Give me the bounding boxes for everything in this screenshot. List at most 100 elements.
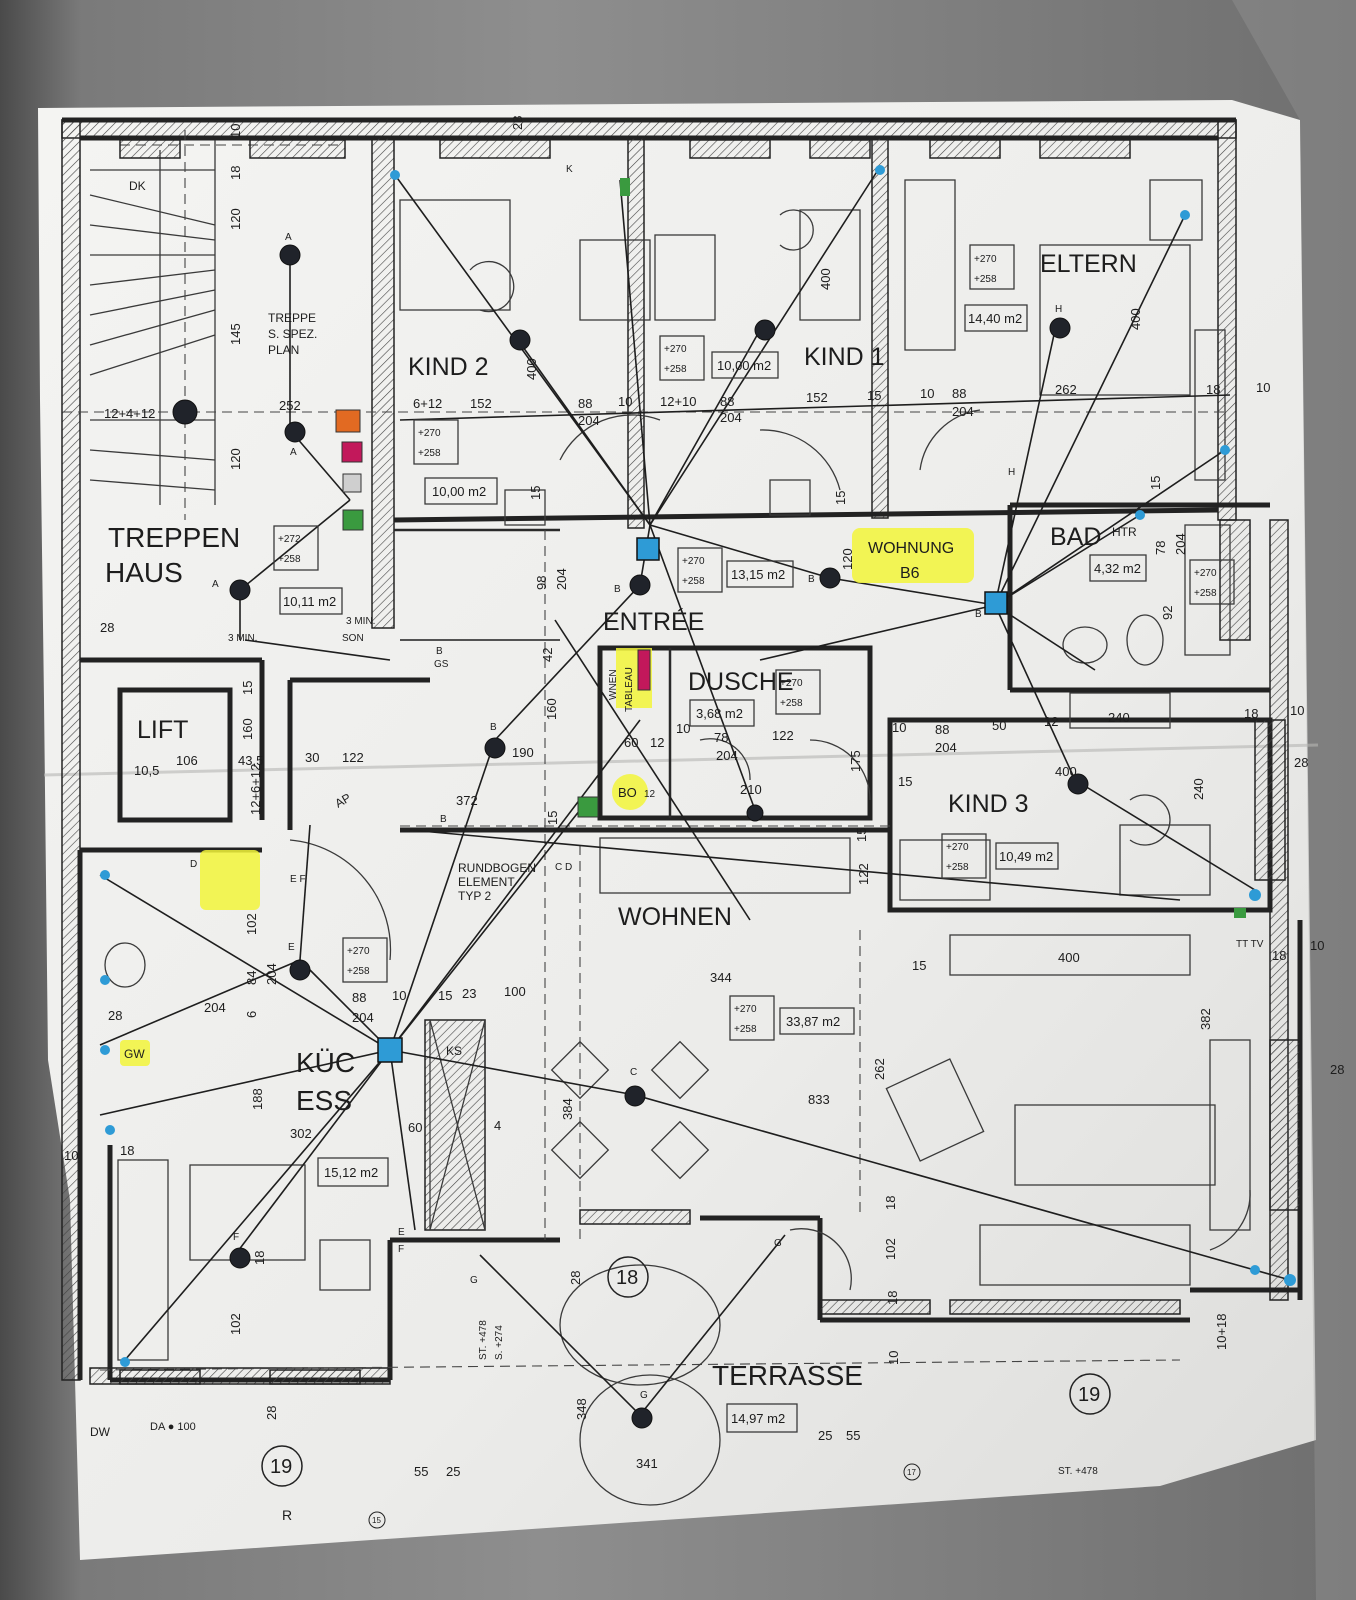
dim-18-kind3: 18: [1272, 948, 1286, 963]
lamp-letter-a-top: A: [285, 232, 292, 243]
label-dusche: DUSCHE: [688, 668, 794, 696]
dim-252: 252: [279, 398, 301, 413]
lamp-letter-c: C: [630, 1067, 637, 1078]
height-kueche-top: +270: [347, 946, 370, 957]
circle-15: 15: [372, 1516, 381, 1525]
dim-15h: 15: [912, 958, 926, 973]
label-gs: GS: [434, 659, 449, 670]
dim-88d: 88: [935, 722, 949, 737]
dim-204a: 204: [578, 413, 600, 428]
dim-10h: 10: [392, 988, 406, 1003]
label-bad: BAD: [1050, 523, 1101, 551]
dim-25a: 25: [446, 1464, 460, 1479]
dim-6-12: 6+12: [413, 396, 442, 411]
dim-15e: 15: [898, 774, 912, 789]
lamp-letter-g2: G: [470, 1275, 478, 1286]
dim-30: 30: [305, 750, 319, 765]
dim-10f: 10: [892, 720, 906, 735]
label-kind1: KIND 1: [804, 343, 885, 371]
dim-204e: 204: [554, 568, 569, 590]
dim-10-terr: 10: [886, 1351, 901, 1365]
height-kind2-bot: +258: [418, 448, 441, 459]
label-entree: ENTRÉE: [603, 607, 704, 636]
lamp-letter-a-low: A: [212, 579, 219, 590]
dim-15c: 15: [833, 491, 848, 505]
circle-17: 17: [907, 1468, 916, 1477]
distribution-symbols: [335, 178, 1246, 1063]
height-wohnen-bot: +258: [734, 1024, 757, 1035]
label-treppenhaus-1: TREPPEN: [108, 522, 240, 553]
label-kind2: KIND 2: [408, 353, 489, 381]
height-kind1-top: +270: [664, 344, 687, 355]
label-tableau-2: TABLEAU: [624, 667, 635, 712]
dim-262: 262: [1055, 382, 1077, 397]
dim-23: 23: [462, 986, 476, 1001]
dim-240b: 240: [1191, 778, 1206, 800]
dim-1018: 10+18: [1214, 1313, 1229, 1350]
dim-15f: 15: [854, 828, 869, 842]
label-treppenhaus-2: HAUS: [105, 557, 183, 588]
dim-204b: 204: [720, 410, 742, 425]
label-wohnung-2: B6: [900, 565, 920, 582]
lamp-letter-h2: H: [1008, 467, 1015, 478]
dim-204g: 204: [935, 740, 957, 755]
label-wohnen: WOHNEN: [618, 903, 732, 931]
lamp-letter-ef: E F: [290, 874, 306, 885]
circle-19-right: 19: [1078, 1384, 1100, 1406]
lamp-letter-d: D: [190, 859, 197, 870]
dim-120b: 120: [228, 448, 243, 470]
dim-344: 344: [710, 970, 732, 985]
dim-10g: 10: [1290, 703, 1304, 718]
label-rundbogen-3: TYP 2: [458, 889, 491, 903]
dim-55a: 55: [414, 1464, 428, 1479]
door-marks: DK K DW DA ● 100 R ST. +478 S. +274 ST. …: [90, 164, 1098, 1523]
height-entree-bot: +258: [682, 576, 705, 587]
door-mark-da: DA ● 100: [150, 1421, 196, 1433]
lamp-letter-b1: B: [614, 584, 621, 595]
axis-circles: 18 19 19 15 17: [261, 1256, 1111, 1529]
door-mark-st478b: ST. +478: [1058, 1466, 1098, 1477]
dim-55b: 55: [846, 1428, 860, 1443]
label-rundbogen-1: RUNDBOGEN: [458, 861, 536, 875]
dim-10c: 10: [920, 386, 934, 401]
ceiling-lamps: [100, 165, 1296, 1429]
dim-382: 382: [1198, 1008, 1213, 1030]
room-labels: TREPPE S. SPEZ. PLAN TREPPEN HAUS KIND 2…: [105, 250, 1264, 1391]
dim-18h: 18: [885, 1291, 900, 1305]
height-bad-bot: +258: [1194, 588, 1217, 599]
area-entree: 13,15 m2: [731, 567, 785, 582]
highlights: [120, 528, 974, 1066]
lamp-letter-cd: C D: [555, 862, 572, 873]
label-terrasse: TERRASSE: [712, 1360, 863, 1391]
dim-145: 145: [228, 323, 243, 345]
dim-42: 42: [540, 648, 555, 662]
dim-152a: 152: [470, 396, 492, 411]
dim-106: 106: [176, 753, 198, 768]
label-treppe-1: TREPPE: [268, 311, 316, 325]
area-bad: 4,32 m2: [1094, 561, 1141, 576]
dim-302: 302: [290, 1126, 312, 1141]
dim-204h: 204: [352, 1010, 374, 1025]
dim-28f: 28: [568, 1271, 583, 1285]
dim-400a: 400: [524, 358, 539, 380]
label-min-1: 3 MIN.: [346, 616, 375, 627]
area-eltern: 14,40 m2: [968, 311, 1022, 326]
dim-122c: 122: [856, 863, 871, 885]
lamp-letter-f3: F: [398, 1244, 404, 1255]
label-treppe-2: S. SPEZ.: [268, 327, 317, 341]
height-kind3-bot: +258: [946, 862, 969, 873]
lamp-letter-h1: H: [1055, 304, 1062, 315]
dim-18f: 18: [252, 1251, 267, 1265]
dim-12-10: 12+10: [660, 394, 697, 409]
dim-204f: 204: [716, 748, 738, 763]
area-kind1: 10,00 m2: [717, 358, 771, 373]
height-dusche-bot: +258: [780, 698, 803, 709]
dim-10a: 10: [228, 124, 243, 138]
label-ks: KS: [446, 1044, 462, 1058]
label-rundbogen-2: ELEMENT: [458, 875, 515, 889]
dim-78b: 78: [714, 730, 728, 745]
lamp-letter-f2: E: [398, 1227, 405, 1238]
lamp-letter-b3: B: [490, 722, 497, 733]
dim-188: 188: [250, 1088, 265, 1110]
label-tableau-1: WNEN: [608, 669, 619, 700]
